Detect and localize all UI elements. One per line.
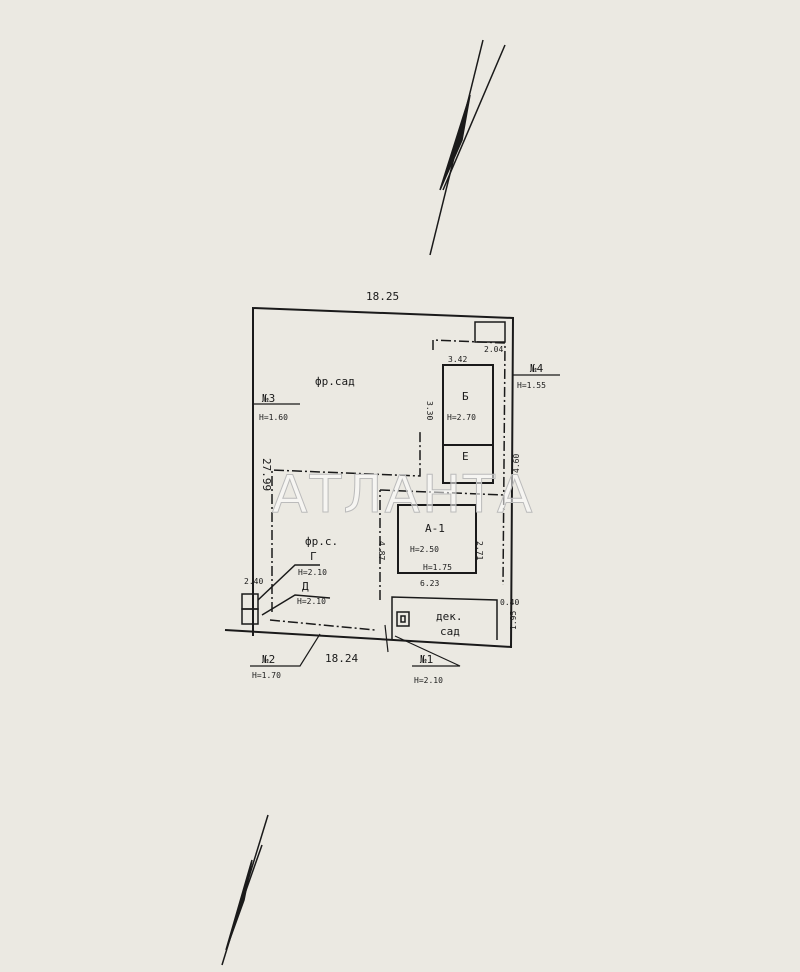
point-3-label: №3 [262,392,275,405]
building-d-label: Д [302,580,309,593]
building-g-label: Г [310,550,317,563]
decor-garden-label-1: дек. [436,610,463,623]
dim-3-42: 3.42 [448,355,467,364]
watermark-logo: АТЛАНТА [272,465,534,525]
point-2-height: Н=1.70 [252,671,281,680]
dim-6-23: 6.23 [420,579,439,588]
point-1-label: №1 [420,653,433,666]
building-small-top [474,321,506,343]
point-3-height: Н=1.60 [259,413,288,422]
decor-garden [391,596,498,640]
top-width-label: 18.25 [366,290,399,303]
point-4-label: №4 [530,362,544,375]
building-a1-height2: Н=1.75 [423,563,452,572]
building-b-label: Б [462,390,469,403]
left-length-label: 27.99 [260,458,273,491]
dim-3-30: 3.30 [425,401,434,420]
point-4-height: Н=1.55 [517,381,546,390]
point-2-label: №2 [262,653,275,666]
dim-4-87: 4.87 [377,541,386,560]
inner-boundaries [269,339,506,631]
dim-1-95: 1.95 [509,611,518,630]
building-e-label: Е [462,450,469,463]
building-d-height2: Н=2.10 [297,597,326,606]
building-b [442,364,494,484]
front-garden-small-label: фр.с. [305,535,338,548]
point-1-height: Н=2.10 [414,676,443,685]
building-a1-height: Н=2.50 [410,545,439,554]
front-garden-label: фр.сад [315,375,355,388]
building-a1 [397,504,477,574]
dim-2-04: 2.04 [484,345,503,354]
building-d-height: Н=2.10 [298,568,327,577]
north-arrow-bottom-icon [221,814,269,966]
bottom-width-label: 18.24 [325,652,358,665]
dim-0-40: 0.40 [500,598,519,607]
dim-2-40: 2.40 [244,577,263,586]
building-b-height: Н=2.70 [447,413,476,422]
decor-garden-label-2: сад [440,625,460,638]
dim-4-60: 4.60 [512,454,521,473]
dim-2-71: 2.71 [475,541,484,560]
building-d [241,564,331,625]
north-arrow-top-icon [429,39,506,256]
building-a1-label: А-1 [425,522,445,535]
leader-lines [250,374,560,667]
lot-boundary [224,306,515,649]
